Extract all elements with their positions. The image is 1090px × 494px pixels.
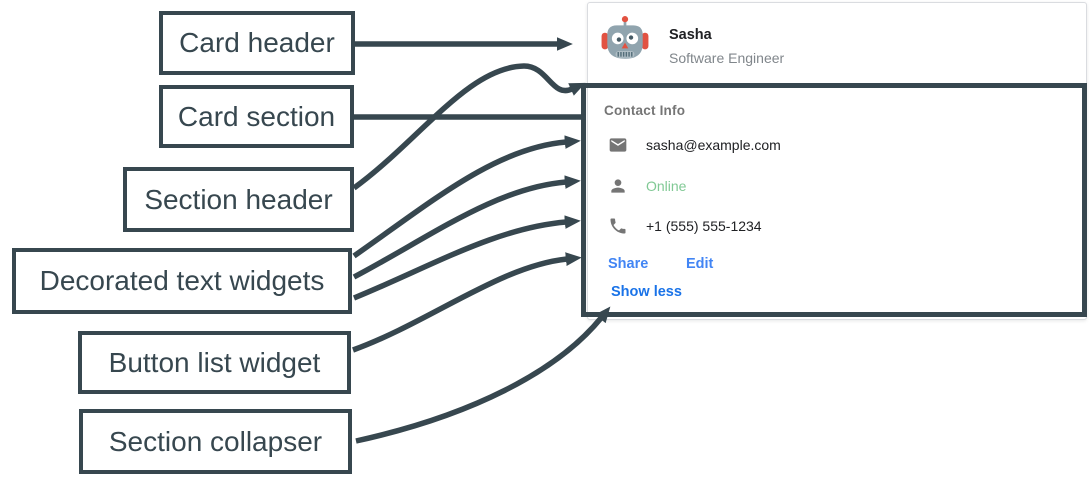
arrow-decorated-text-2 — [352, 175, 581, 280]
label-section-collapser: Section collapser — [79, 409, 352, 474]
email-text: sasha@example.com — [646, 137, 781, 153]
show-less-button[interactable]: Show less — [611, 284, 682, 300]
section-header-text: Contact Info — [604, 103, 686, 118]
status-text: Online — [646, 178, 687, 194]
card-section-outline — [581, 83, 1087, 317]
label-card-section: Card section — [159, 85, 354, 148]
label-card-header: Card header — [159, 11, 355, 75]
decorated-text-phone: +1 (555) 555-1234 — [608, 216, 762, 236]
arrow-section-header — [352, 63, 586, 191]
label-button-list-widget: Button list widget — [78, 331, 351, 394]
label-decorated-text-widgets: Decorated text widgets — [12, 248, 352, 314]
label-section-header: Section header — [123, 167, 354, 232]
label-section-header-text: Section header — [144, 183, 333, 215]
robot-avatar-icon — [601, 16, 649, 59]
arrow-decorated-text-1 — [352, 135, 581, 259]
share-button[interactable]: Share — [608, 256, 649, 272]
decorated-text-status: Online — [608, 176, 686, 196]
label-button-list-widget-text: Button list widget — [108, 346, 321, 378]
label-section-collapser-text: Section collapser — [108, 425, 323, 457]
arrow-section-collapser — [355, 306, 611, 444]
label-card-section-text: Card section — [177, 100, 336, 132]
card-title: Sasha — [669, 27, 712, 43]
arrow-button-list — [352, 252, 582, 353]
arrow-decorated-text-3 — [352, 215, 581, 301]
email-icon — [609, 138, 627, 152]
card-subtitle: Software Engineer — [669, 50, 785, 66]
label-card-header-text: Card header — [179, 27, 335, 58]
phone-icon — [610, 218, 626, 234]
person-icon — [611, 179, 625, 193]
edit-button[interactable]: Edit — [686, 256, 714, 272]
phone-text: +1 (555) 555-1234 — [646, 218, 762, 234]
label-decorated-text-widgets-text: Decorated text widgets — [39, 265, 325, 296]
contact-card: Sasha Software Engineer Contact Info sas… — [587, 2, 1087, 320]
decorated-text-email: sasha@example.com — [608, 135, 781, 155]
